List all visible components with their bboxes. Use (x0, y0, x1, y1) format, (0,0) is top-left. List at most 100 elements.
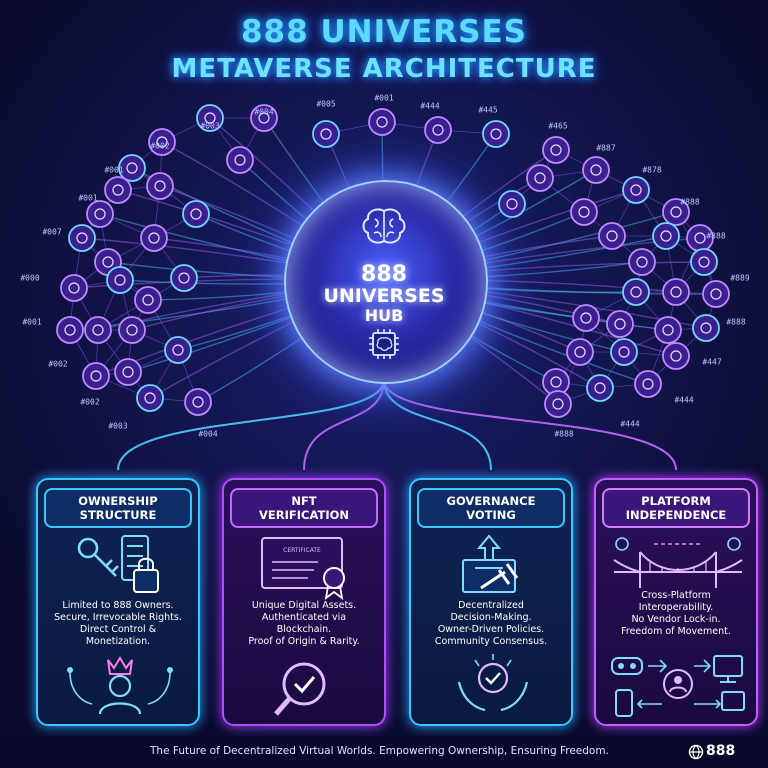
universe-node (105, 177, 131, 203)
universe-node (85, 317, 111, 343)
universe-node (425, 117, 451, 143)
node-label: #444 (620, 420, 639, 429)
panel-platform-title: PLATFORM INDEPENDENCE (602, 488, 750, 528)
universe-node (543, 137, 569, 163)
certificate-label: CERTIFICATE (283, 547, 321, 554)
universe-node (567, 339, 593, 365)
universe-node (623, 279, 649, 305)
universe-node (587, 375, 613, 401)
hub-label-hub: HUB (284, 306, 484, 325)
universe-node (69, 225, 95, 251)
universe-node (607, 311, 633, 337)
universe-node (135, 287, 161, 313)
universe-node (83, 363, 109, 389)
crowned-user-icon (62, 652, 178, 718)
node-label: #001 (22, 318, 41, 327)
ballot-box-icon (445, 532, 541, 600)
panel-ownership: OWNERSHIP STRUCTURE Limited to 888 Owner… (36, 478, 200, 726)
node-label: #444 (674, 396, 693, 405)
lock-icon (134, 559, 158, 592)
brain-icon (359, 205, 409, 249)
universe-node (571, 199, 597, 225)
node-label: #887 (596, 144, 615, 153)
universe-node (499, 191, 525, 217)
universe-node (171, 265, 197, 291)
node-label: #003 (108, 422, 127, 431)
universe-node (663, 279, 689, 305)
universe-node (599, 223, 625, 249)
universe-node (165, 337, 191, 363)
node-label: #889 (730, 274, 749, 283)
universe-node (611, 339, 637, 365)
node-label: #002 (80, 398, 99, 407)
universe-node (185, 389, 211, 415)
universe-node (545, 391, 571, 417)
panel-nft-verification: NFT VERIFICATION CERTIFICATE Unique Digi… (222, 478, 386, 726)
node-label: #002 (150, 142, 169, 151)
node-label: #001 (374, 94, 393, 103)
universe-node (629, 249, 655, 275)
user-icon (664, 670, 692, 698)
node-label: #003 (200, 122, 219, 131)
universe-node (227, 147, 253, 173)
panel-governance-title: GOVERNANCE VOTING (417, 488, 565, 528)
node-label: #888 (706, 232, 725, 241)
node-label: #001 (104, 166, 123, 175)
main-subtitle: METAVERSE ARCHITECTURE (0, 54, 768, 84)
universe-node (147, 173, 173, 199)
universe-node (57, 317, 83, 343)
footer: The Future of Decentralized Virtual Worl… (0, 736, 768, 768)
universe-node (703, 281, 729, 307)
device-icons (606, 644, 750, 722)
universe-node (527, 165, 553, 191)
universe-node (137, 385, 163, 411)
panel-governance-description: Decentralized Decision-Making. Owner-Dri… (415, 600, 567, 648)
universe-node (313, 121, 339, 147)
node-label: #004 (198, 430, 217, 439)
universe-node (483, 121, 509, 147)
universe-node (141, 225, 167, 251)
node-label: #445 (478, 106, 497, 115)
universe-node (655, 317, 681, 343)
universe-node (691, 249, 717, 275)
main-title: 888 UNIVERSES (0, 14, 768, 50)
panel-ownership-description: Limited to 888 Owners. Secure, Irrevocab… (42, 600, 194, 648)
hub-label-universes: UNIVERSES (284, 285, 484, 307)
hub-label-number: 888 (284, 262, 484, 287)
node-label: #465 (548, 122, 567, 131)
universe-node (653, 223, 679, 249)
node-label: #878 (642, 166, 661, 175)
panel-platform-description: Cross-Platform Interoperability. No Vend… (600, 590, 752, 638)
chip-icon (366, 326, 402, 362)
footer-tagline: The Future of Decentralized Virtual Worl… (150, 745, 609, 757)
node-label: #888 (726, 318, 745, 327)
node-label: #444 (420, 102, 439, 111)
phone-icon (616, 690, 632, 716)
key-icon (72, 532, 168, 600)
magnifier-check-icon (268, 656, 344, 720)
footer-logo: 888 (706, 743, 735, 759)
certificate-icon: CERTIFICATE (258, 532, 358, 600)
monitor-icon (714, 656, 742, 682)
node-label: #005 (316, 100, 335, 109)
universe-node (693, 315, 719, 341)
node-label: #888 (554, 430, 573, 439)
panel-governance-voting: GOVERNANCE VOTING Decentralized Decision… (409, 478, 573, 726)
universe-node (183, 201, 209, 227)
node-label: #004 (254, 108, 273, 117)
universe-node (583, 157, 609, 183)
universe-node (663, 343, 689, 369)
universe-node (87, 201, 113, 227)
hands-check-icon (445, 652, 541, 718)
node-label: #007 (42, 228, 61, 237)
universe-node (61, 275, 87, 301)
node-label: #000 (20, 274, 39, 283)
universe-node (107, 267, 133, 293)
universe-node (119, 317, 145, 343)
node-label: #888 (680, 198, 699, 207)
node-label: #002 (48, 360, 67, 369)
universe-node (635, 371, 661, 397)
universe-node (623, 177, 649, 203)
vr-headset-icon (612, 658, 642, 674)
node-label: #001 (78, 194, 97, 203)
